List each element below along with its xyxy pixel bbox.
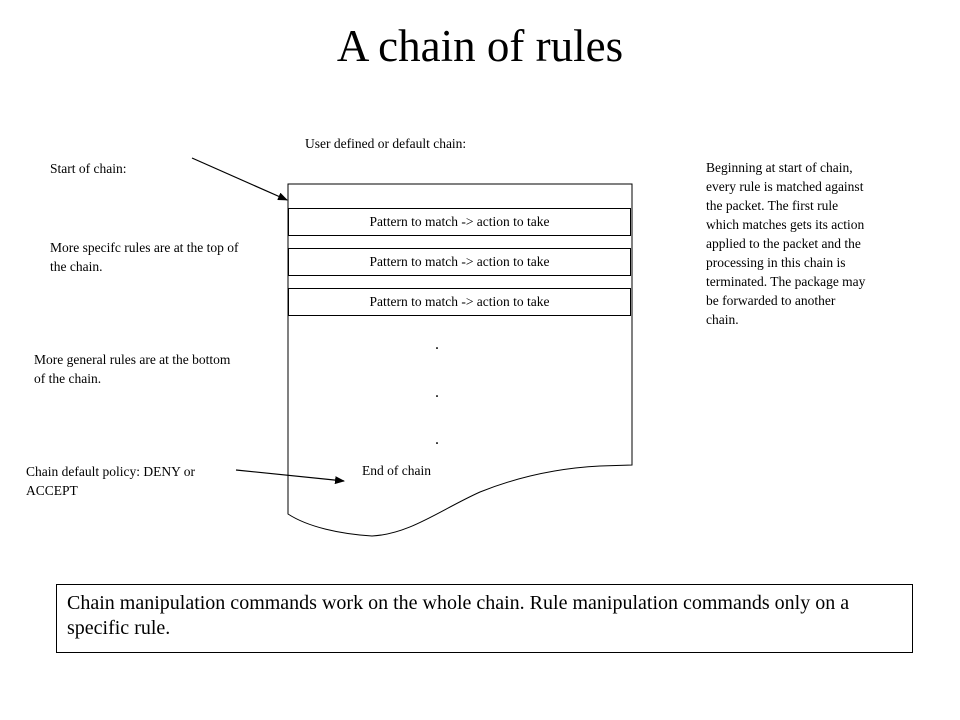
continuation-dot: . [435, 431, 439, 448]
rule-box-1: Pattern to match -> action to take [288, 208, 631, 236]
start-arrow [191, 157, 288, 201]
slide-title: A chain of rules [336, 21, 624, 71]
chain-outline [287, 183, 633, 537]
rule-box-3: Pattern to match -> action to take [288, 288, 631, 316]
continuation-dot: . [435, 384, 439, 401]
end-of-chain-label: End of chain [362, 463, 431, 478]
footer-note-box: Chain manipulation commands work on the … [56, 584, 913, 653]
default-policy-note: Chain default policy: DENY or ACCEPT [26, 464, 195, 498]
chain-processing-explanation: Beginning at start of chain, every rule … [706, 160, 866, 327]
specific-rules-note: More specifc rules are at the top of the… [50, 240, 239, 274]
continuation-dot: . [435, 336, 439, 353]
general-rules-note: More general rules are at the bottom of … [34, 352, 231, 386]
rule-box-2: Pattern to match -> action to take [288, 248, 631, 276]
policy-arrow [235, 469, 345, 485]
chain-header-label: User defined or default chain: [305, 136, 467, 151]
start-of-chain-label: Start of chain: [50, 161, 127, 176]
